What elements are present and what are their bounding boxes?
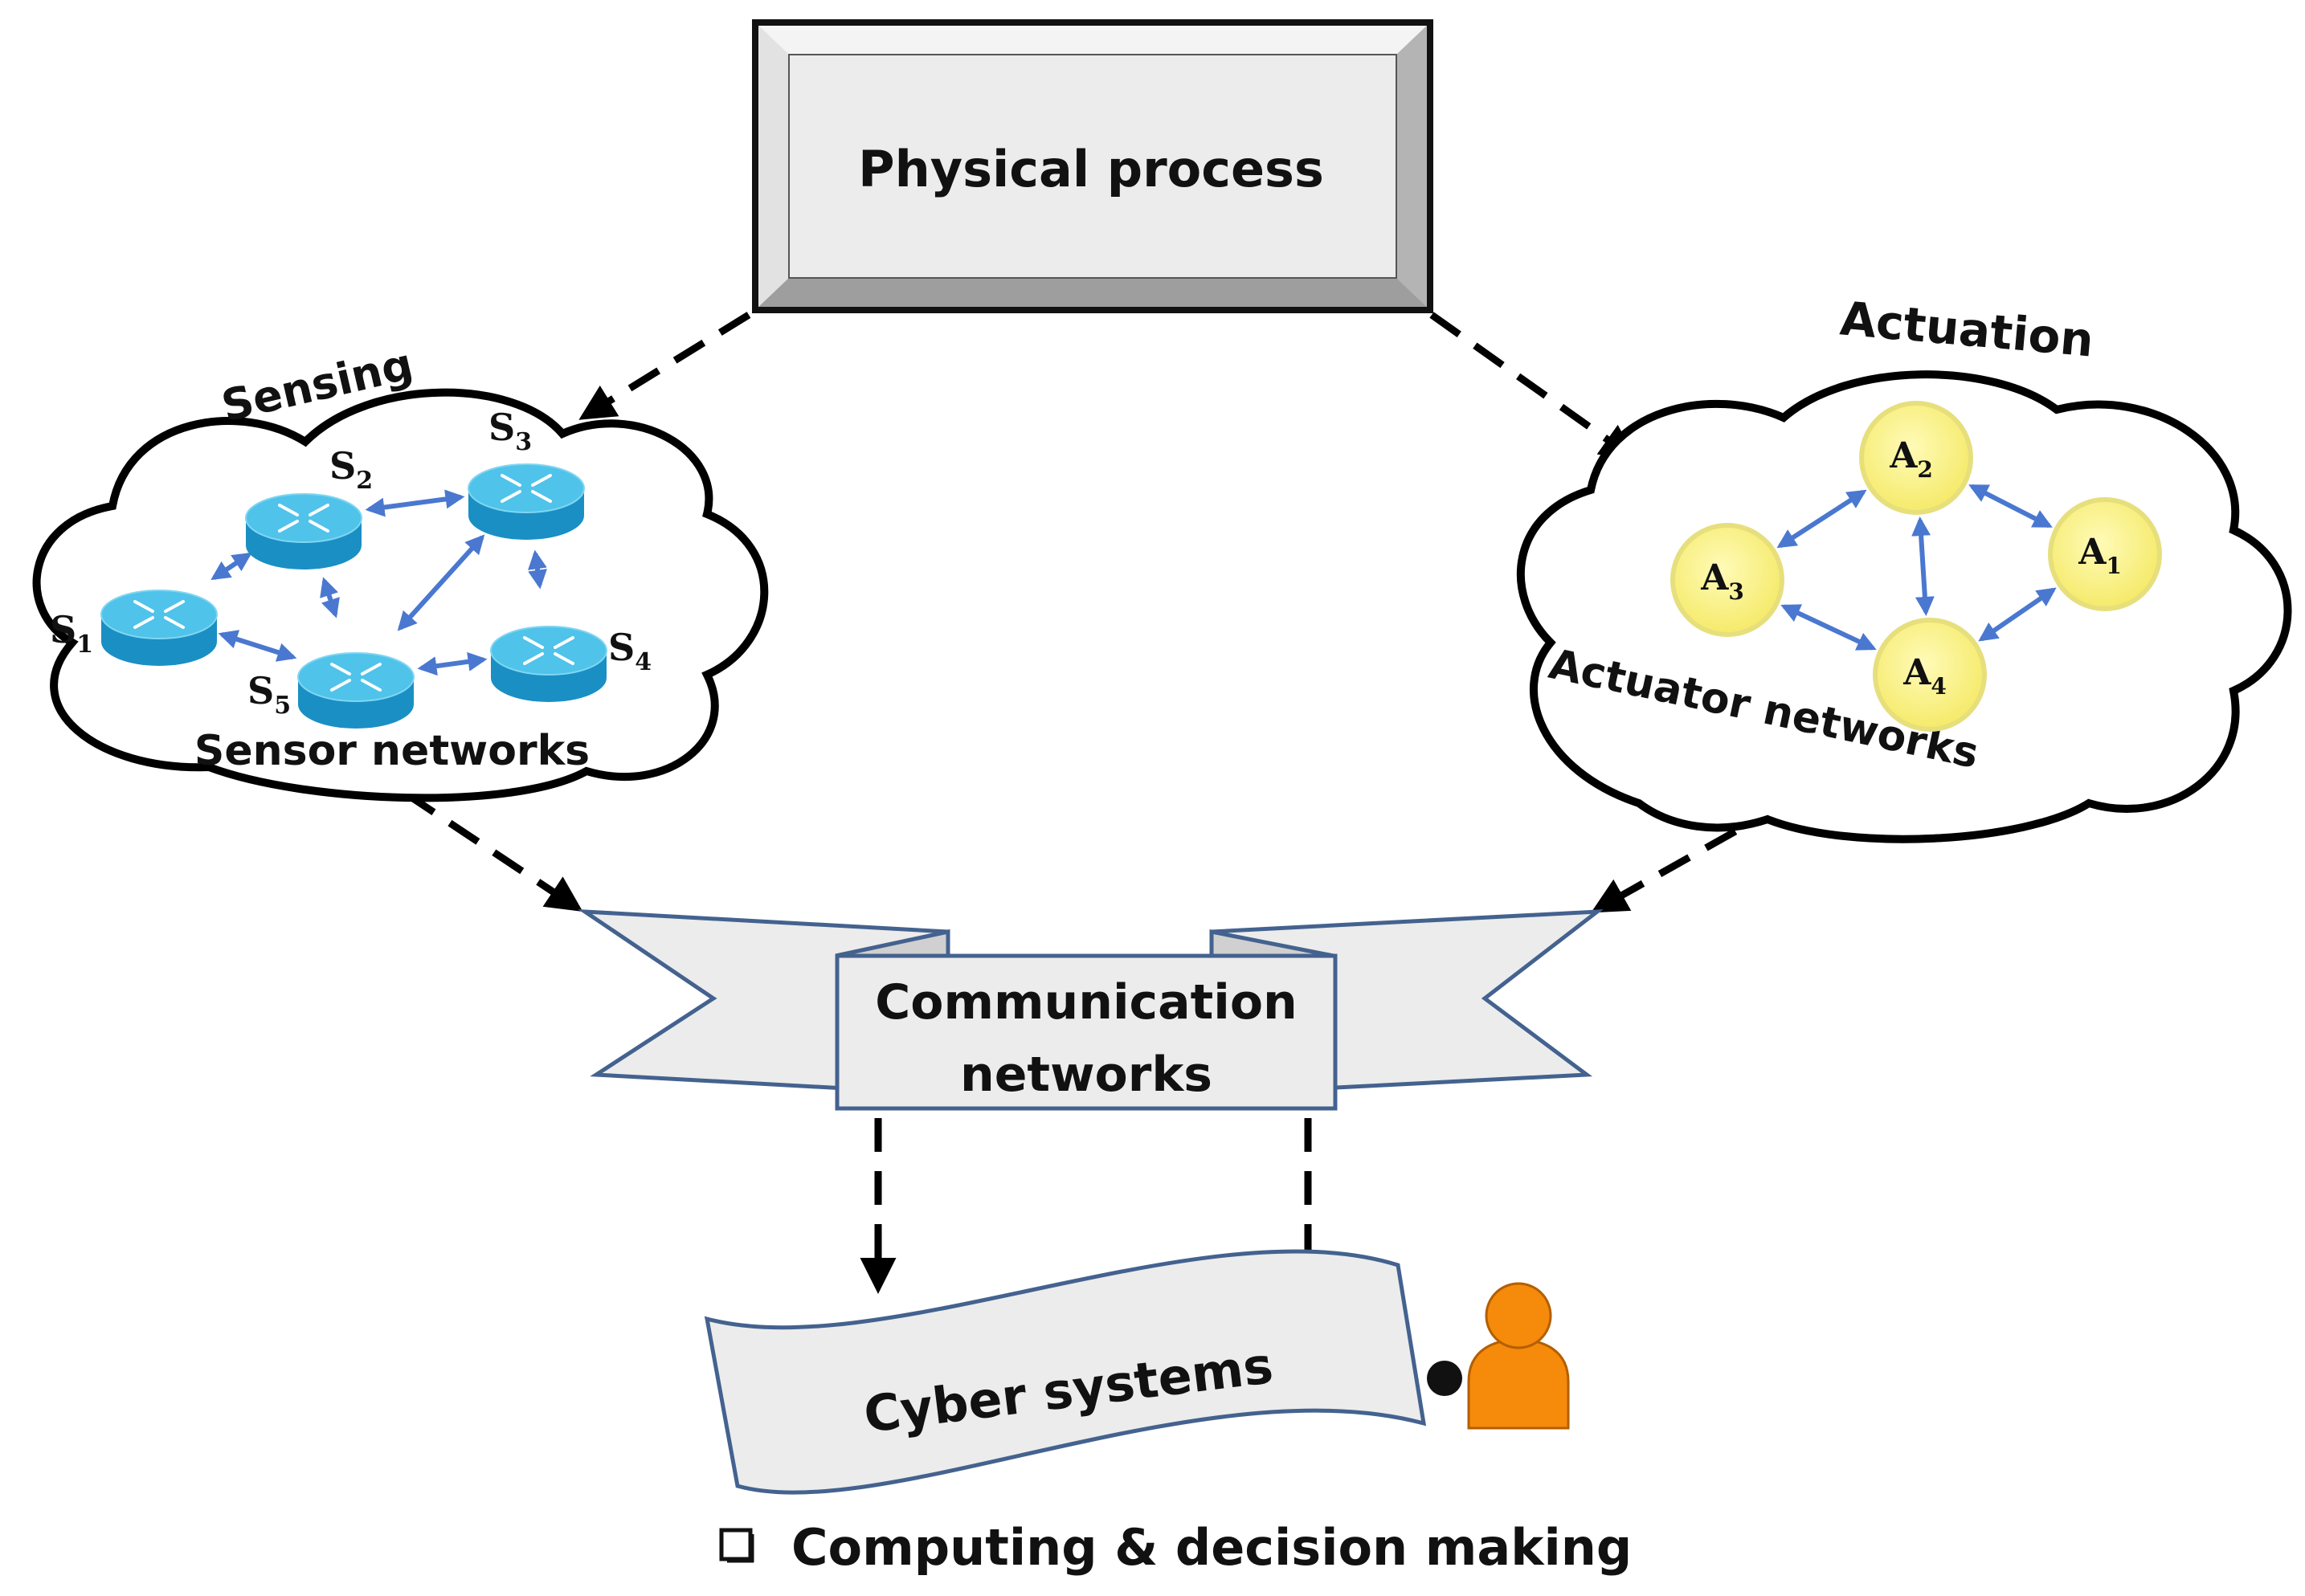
sensor-label-s1: S1 — [50, 608, 93, 659]
router-icon-s5 — [297, 652, 415, 729]
communication-line1: Communication — [875, 974, 1298, 1031]
physical-process-box: Physical process — [752, 19, 1433, 313]
actuator-link-a2-a4 — [1911, 516, 1935, 616]
computing-bullet: Computing & decision making — [719, 1518, 1632, 1577]
actuator-link-a4-a1 — [1978, 587, 2057, 642]
banner-center — [835, 953, 1338, 1111]
cyber-systems-banner: Cyber systems — [704, 1249, 1427, 1495]
arrow-sensing-to-communication — [403, 790, 583, 912]
actuator-link-a2-a1 — [1968, 484, 2053, 529]
sensor-link-s2-s5 — [320, 577, 340, 618]
sensor-link-s1-s5 — [218, 630, 297, 662]
person-icon — [1427, 1282, 1570, 1430]
sensor-links — [210, 489, 547, 676]
sensor-link-s5-s4 — [417, 651, 488, 676]
computing-label: Computing & decision making — [791, 1518, 1632, 1577]
actuator-node-a4: A4 — [1873, 618, 1987, 732]
actuator-label-a4: A4 — [1902, 652, 1947, 700]
router-icon-s3 — [468, 463, 585, 540]
sensor-networks-label: Sensor networks — [194, 727, 590, 775]
actuator-links — [1776, 484, 2057, 651]
person-dot — [1427, 1361, 1462, 1396]
arrow-process-to-sensing — [578, 312, 751, 420]
physical-process-label: Physical process — [858, 140, 1324, 198]
flow-arrows — [403, 312, 1738, 1302]
router-icon-s1 — [100, 590, 218, 666]
sensor-link-s5-s3 — [397, 534, 485, 631]
actuator-node-a2: A2 — [1859, 401, 1973, 515]
arrow-actuation-to-communication — [1591, 828, 1738, 913]
arrow-process-to-actuation — [1429, 312, 1637, 461]
sensor-link-s3-s4 — [528, 549, 547, 590]
actuator-node-a3: A3 — [1670, 523, 1784, 637]
actuator-link-a3-a4 — [1780, 604, 1877, 651]
sensor-link-s1-s2 — [210, 552, 252, 581]
communication-line2: networks — [960, 1047, 1212, 1103]
actuator-link-a3-a2 — [1776, 489, 1867, 549]
router-icon-s4 — [490, 626, 607, 702]
checkbox-icon — [719, 1528, 753, 1561]
sensor-label-s3: S3 — [488, 406, 532, 456]
actuation-title: Actuation — [1838, 291, 2096, 367]
actuator-node-a1: A1 — [2048, 497, 2162, 611]
router-icon-s2 — [245, 493, 362, 569]
sensor-link-s2-s3 — [365, 489, 465, 517]
communication-networks-banner: Communication networks — [578, 909, 1604, 1111]
